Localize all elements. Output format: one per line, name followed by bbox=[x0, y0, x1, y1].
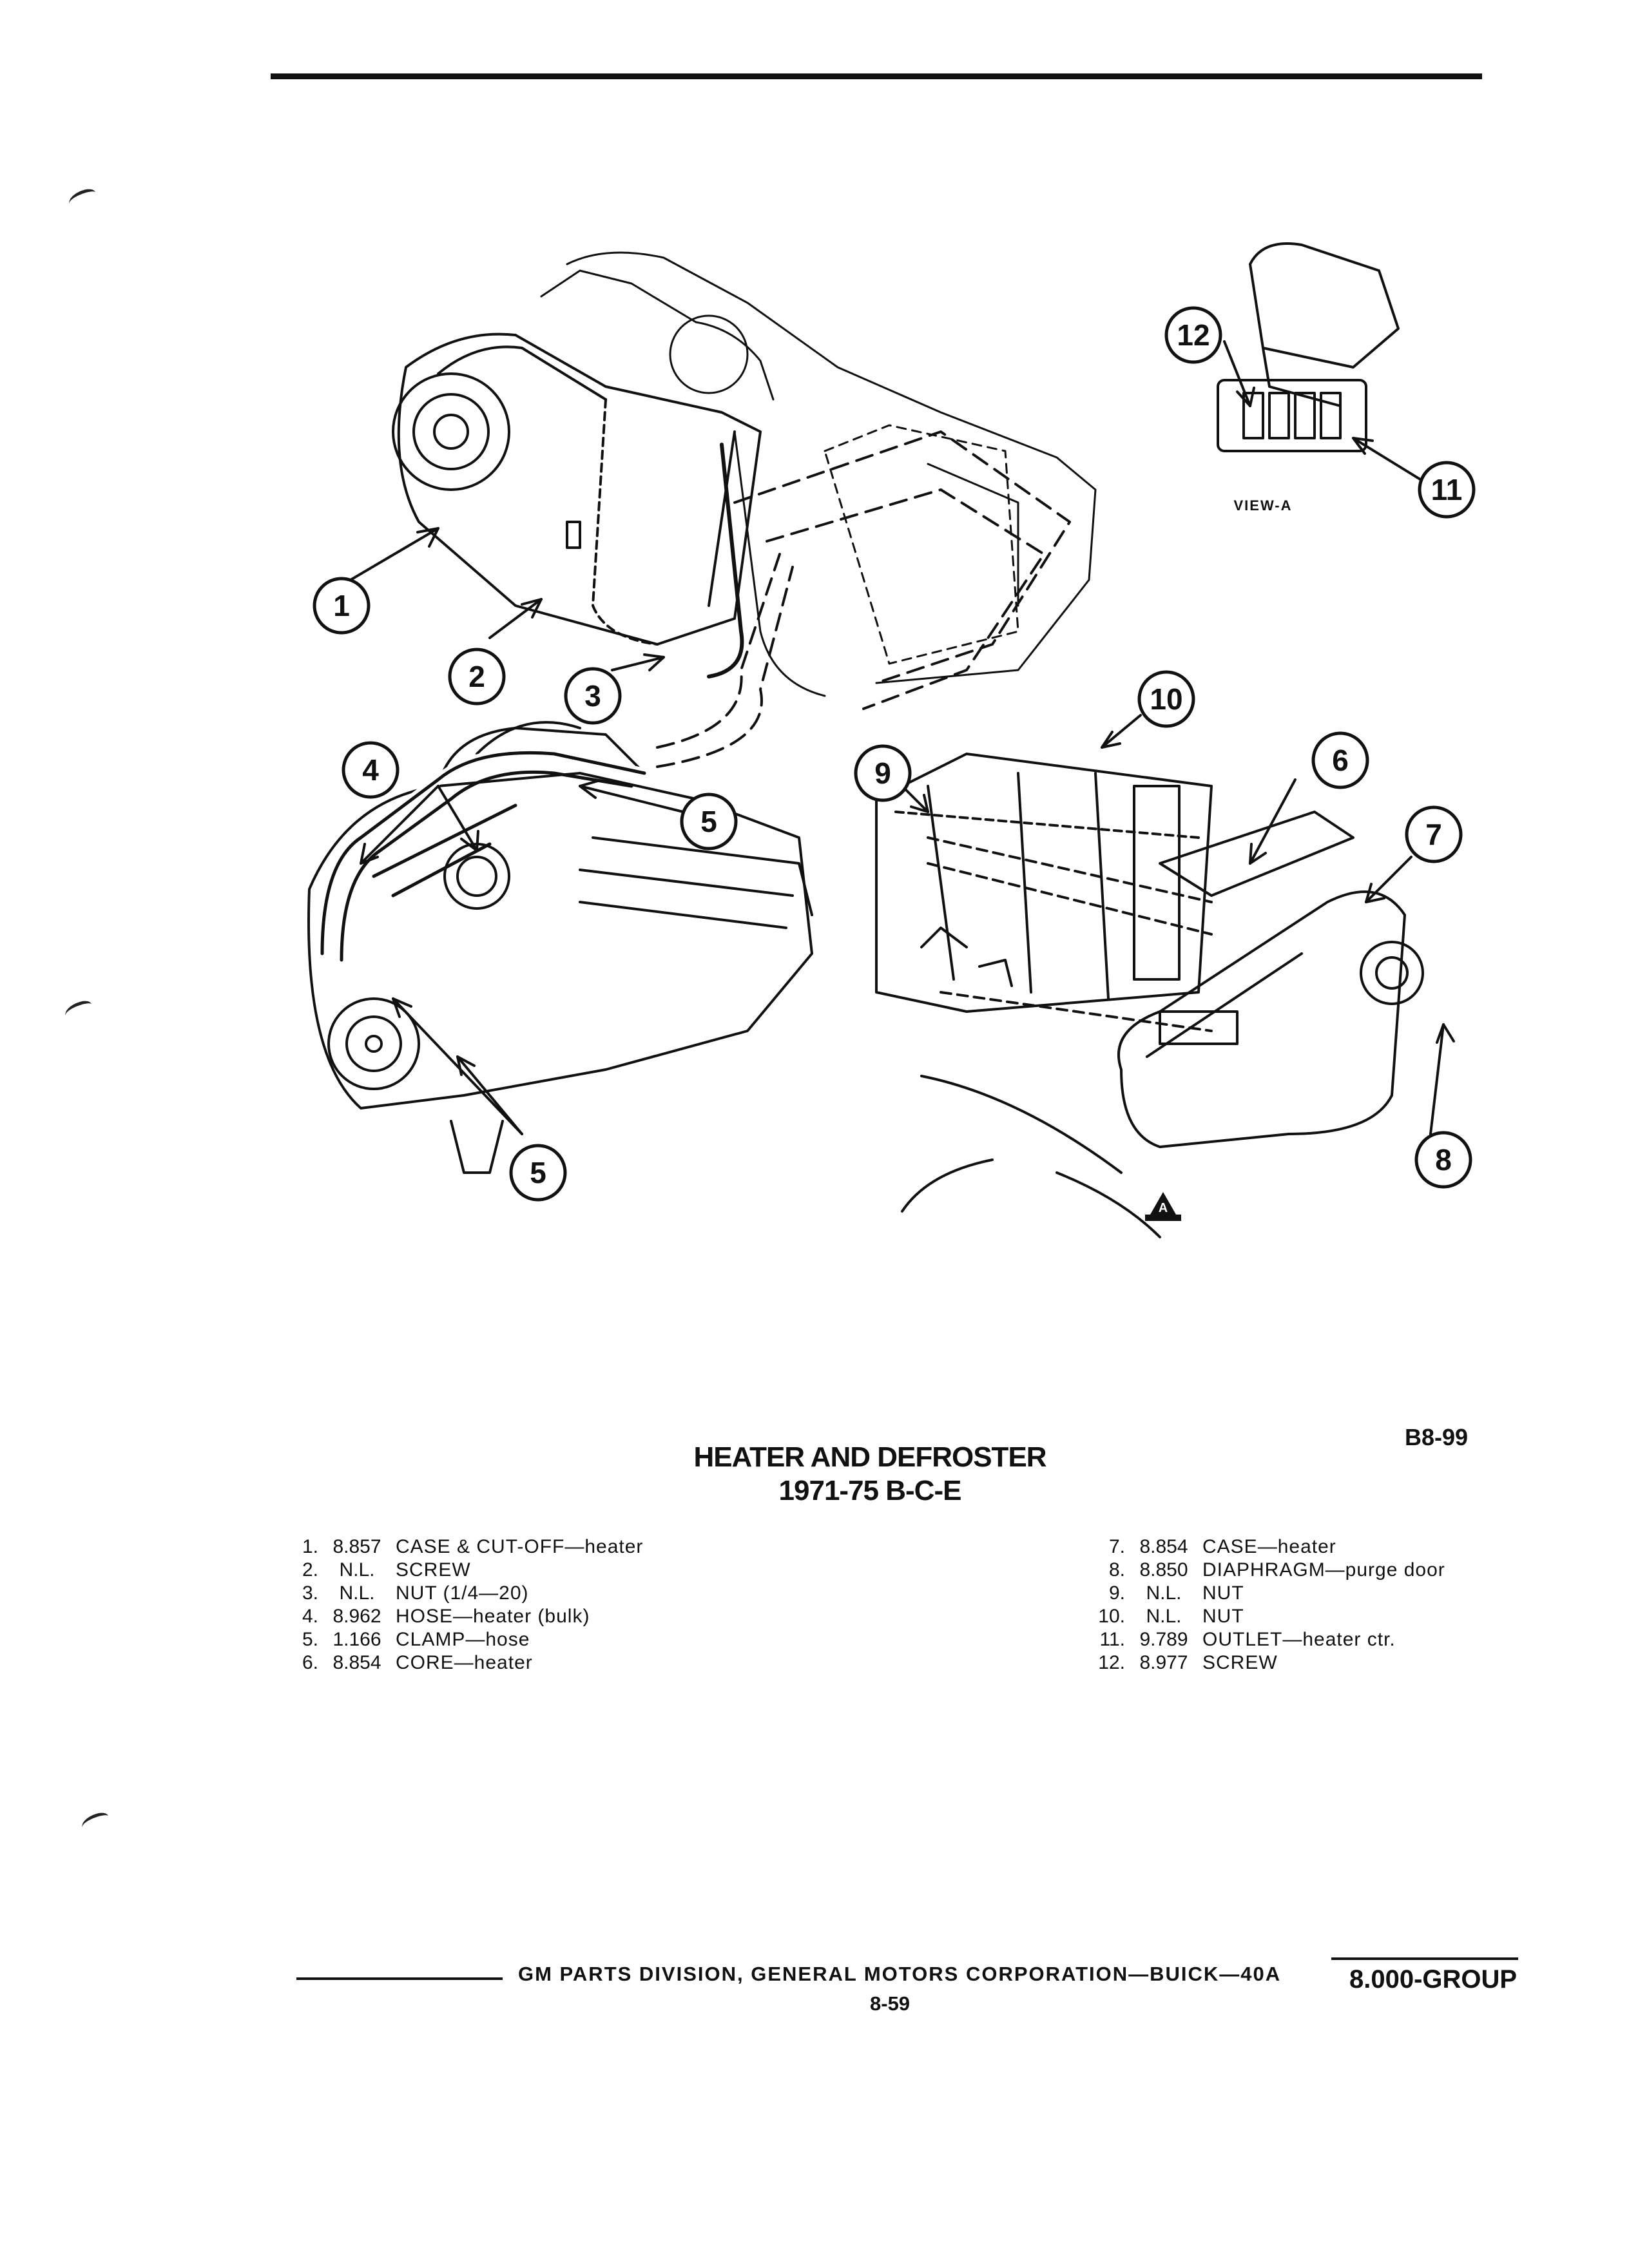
callout-8: 8 bbox=[1435, 1143, 1452, 1177]
view-a-marker: A bbox=[1145, 1192, 1181, 1221]
callout-5-upper: 5 bbox=[700, 805, 717, 838]
callout-9: 9 bbox=[874, 756, 891, 790]
title-line: HEATER AND DEFROSTER bbox=[693, 1441, 1046, 1473]
margin-mark bbox=[79, 1810, 111, 1834]
part-row: 9.N.L.NUT bbox=[1108, 1582, 1244, 1604]
engine-assembly bbox=[307, 721, 813, 1174]
exploded-parts-diagram: 1 2 3 4 5 5 6 7 8 9 10 11 12 VIEW-A A bbox=[245, 219, 1482, 1263]
top-rule bbox=[271, 73, 1482, 79]
firewall-outline bbox=[540, 251, 1097, 697]
callout-1: 1 bbox=[333, 589, 350, 622]
callout-10: 10 bbox=[1150, 682, 1182, 716]
diagram-title: HEATER AND DEFROSTER 1971-75 B-C-E bbox=[644, 1441, 1095, 1508]
heater-case-upper bbox=[392, 332, 762, 678]
view-a-label: VIEW-A bbox=[1234, 497, 1293, 514]
callout-7: 7 bbox=[1425, 818, 1442, 851]
leader-arrows bbox=[327, 340, 1455, 1135]
page-number: 8-59 bbox=[870, 1992, 911, 2015]
margin-mark bbox=[66, 186, 99, 210]
part-row: 2.N.L.SCREW bbox=[302, 1559, 471, 1581]
footer-rule-left bbox=[296, 1977, 503, 1980]
footer-rule-right bbox=[1331, 1957, 1518, 1960]
hose-routing-dashed bbox=[656, 430, 1071, 768]
footer-publisher: GM PARTS DIVISION, GENERAL MOTORS CORPOR… bbox=[518, 1963, 1282, 1985]
callout-6: 6 bbox=[1332, 744, 1349, 777]
group-code: 8.000-GROUP bbox=[1349, 1965, 1518, 1994]
callout-12: 12 bbox=[1177, 318, 1210, 352]
part-row: 3.N.L.NUT (1/4—20) bbox=[302, 1582, 529, 1604]
callout-5-lower: 5 bbox=[530, 1156, 546, 1189]
callout-2: 2 bbox=[468, 660, 485, 693]
callout-circles bbox=[313, 306, 1476, 1202]
subtitle-line: 1971-75 B-C-E bbox=[778, 1475, 962, 1506]
callout-3: 3 bbox=[584, 679, 601, 713]
figure-id: B8-99 bbox=[1405, 1424, 1469, 1450]
part-row: 10.N.L.NUT bbox=[1098, 1606, 1244, 1627]
callout-11: 11 bbox=[1431, 473, 1463, 506]
view-a-marker-letter: A bbox=[1159, 1201, 1168, 1215]
margin-mark bbox=[63, 998, 95, 1022]
heater-case-lower bbox=[875, 753, 1424, 1238]
view-a-detail bbox=[1217, 242, 1400, 452]
callout-4: 4 bbox=[362, 753, 379, 787]
